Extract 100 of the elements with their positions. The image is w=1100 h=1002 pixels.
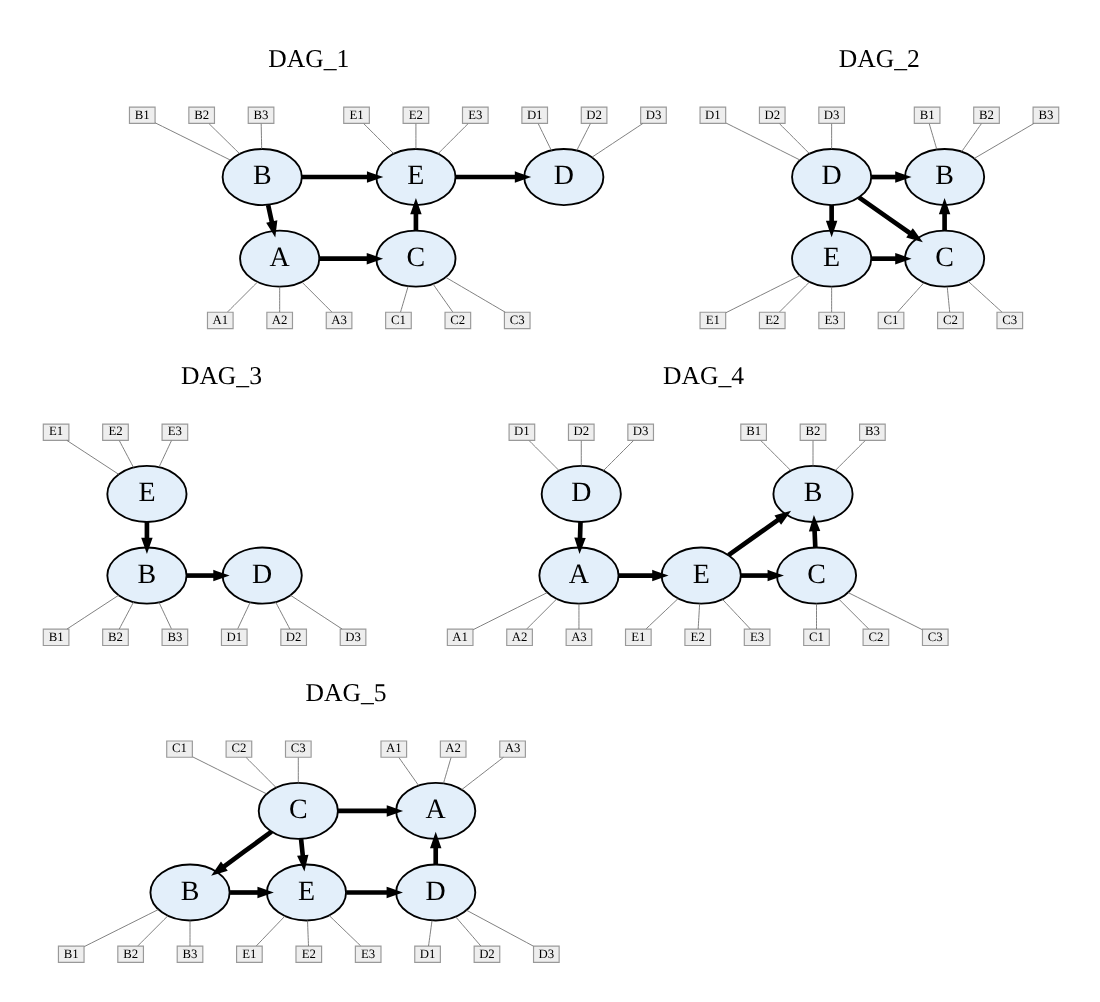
connector	[815, 603, 816, 630]
label: DAG_3	[179, 361, 261, 390]
connector	[811, 440, 813, 467]
arrow	[454, 171, 531, 183]
connector	[577, 603, 579, 630]
node-ellipse: C	[775, 546, 856, 605]
connector	[65, 594, 119, 630]
connector	[157, 440, 171, 468]
connector	[778, 281, 809, 313]
node-ellipse: E	[790, 229, 872, 288]
arrow	[264, 204, 277, 238]
connector	[721, 599, 750, 630]
connector	[960, 123, 981, 152]
connector	[536, 123, 551, 151]
connector	[454, 916, 481, 947]
connector	[579, 440, 581, 467]
arrow	[140, 521, 152, 555]
connector	[226, 281, 258, 313]
connector	[833, 440, 865, 472]
connector	[274, 601, 290, 630]
connector	[527, 440, 559, 472]
arrow	[824, 205, 837, 238]
connector	[602, 440, 633, 472]
connector	[306, 920, 308, 947]
arrow	[210, 829, 272, 876]
connector	[436, 123, 468, 155]
connector	[136, 915, 168, 947]
connector	[254, 915, 285, 947]
arrow	[296, 838, 308, 872]
node-ellipse: E	[105, 465, 187, 523]
connector	[846, 592, 922, 631]
connector	[442, 757, 451, 784]
connector	[117, 601, 134, 630]
arrow	[739, 569, 783, 582]
node-ellipse: D	[522, 148, 604, 206]
label: DAG_5	[304, 678, 386, 707]
arrow	[856, 195, 922, 243]
connector	[972, 123, 1034, 159]
connector	[465, 909, 533, 947]
connector	[296, 757, 298, 784]
connector	[289, 594, 342, 630]
node-ellipse: D	[790, 148, 872, 206]
connector	[188, 920, 190, 947]
connector	[427, 920, 432, 947]
connector	[590, 123, 643, 158]
connector	[362, 123, 394, 155]
node-ellipse: D	[220, 546, 302, 605]
node-ellipse: D	[394, 863, 476, 922]
connector	[830, 286, 832, 313]
node-ellipse: B	[220, 148, 302, 206]
connector	[236, 601, 250, 630]
arrow	[300, 171, 383, 183]
connector	[927, 123, 937, 150]
connector	[778, 123, 809, 155]
arrow	[229, 886, 273, 899]
node-ellipse: B	[105, 546, 187, 605]
arrow	[617, 569, 668, 582]
label: DAG_4	[662, 361, 744, 390]
connector	[966, 280, 1002, 313]
arrow	[870, 171, 911, 183]
node-ellipse: D	[539, 465, 621, 523]
connector	[444, 276, 505, 313]
connector	[207, 123, 240, 155]
connector	[724, 122, 800, 161]
connector	[117, 440, 133, 468]
connector	[837, 598, 868, 630]
connector	[644, 598, 678, 630]
node-ellipse: A	[537, 546, 619, 605]
connector	[399, 285, 408, 313]
node-ellipse: A	[394, 781, 476, 840]
connector	[414, 123, 416, 150]
connector	[945, 286, 950, 313]
connector	[896, 282, 924, 313]
connector	[525, 598, 557, 630]
arrow	[345, 886, 402, 899]
connector	[259, 123, 262, 150]
connector	[191, 756, 266, 795]
connector	[724, 275, 800, 314]
connector	[397, 757, 418, 786]
connector	[759, 440, 791, 472]
connector	[471, 592, 547, 631]
connector	[431, 283, 453, 313]
arrow	[726, 510, 791, 557]
node-ellipse: E	[374, 148, 456, 206]
arrow	[870, 252, 911, 265]
connector	[460, 756, 503, 791]
node-ellipse: E	[659, 546, 741, 605]
connector	[157, 601, 171, 630]
connector	[696, 603, 700, 630]
node-ellipse: E	[264, 863, 346, 922]
node-ellipse: A	[238, 229, 320, 288]
label: DAG_2	[837, 45, 919, 74]
arrow	[185, 569, 229, 582]
connector	[830, 123, 832, 150]
connector	[575, 123, 590, 151]
connector	[244, 757, 276, 788]
arrow	[337, 805, 403, 817]
connector	[328, 915, 360, 947]
connector	[300, 281, 332, 313]
arrow	[429, 831, 441, 864]
